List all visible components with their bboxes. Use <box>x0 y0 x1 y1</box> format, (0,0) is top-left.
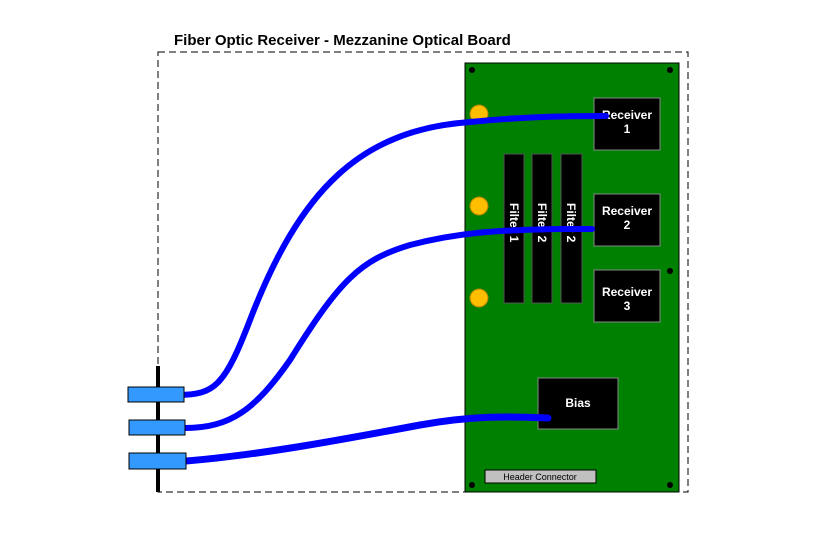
mount-hole-2 <box>469 196 489 216</box>
header-connector-label: Header Connector <box>503 472 577 482</box>
receiver-2-label: Receiver <box>602 204 652 218</box>
receiver-1-label: Receiver <box>602 108 652 122</box>
filter-3-label: Filter 2 <box>564 203 578 243</box>
filter-1-label: Filter 1 <box>507 203 521 243</box>
bias-chip: Bias <box>537 377 619 430</box>
screw-hole-top-left <box>469 67 475 73</box>
screw-hole-bottom-left <box>469 482 475 488</box>
receiver-1: Receiver 1 <box>593 97 661 151</box>
fiber-cable-2 <box>182 226 595 431</box>
fiber-cable-3 <box>182 413 552 465</box>
mount-hole-3 <box>469 288 489 308</box>
header-connector: Header Connector <box>484 469 597 484</box>
screw-hole-bottom-right <box>667 482 673 488</box>
fiber-connector-2 <box>128 419 186 436</box>
fiber-connector-1 <box>127 386 185 403</box>
screw-hole-top-right <box>667 67 673 73</box>
receiver-2-number: 2 <box>624 218 631 232</box>
filter-2-label: Filter 2 <box>535 203 549 243</box>
bias-label: Bias <box>565 396 591 410</box>
receiver-2: Receiver 2 <box>593 193 661 247</box>
screw-hole-middle-right <box>667 268 673 274</box>
fiber-cable-1 <box>175 113 609 398</box>
receiver-1-number: 1 <box>624 122 631 136</box>
receiver-3-number: 3 <box>624 299 631 313</box>
receiver-3-label: Receiver <box>602 285 652 299</box>
fiber-connector-3 <box>128 452 187 470</box>
diagram-title: Fiber Optic Receiver - Mezzanine Optical… <box>174 32 511 49</box>
enclosure-outline <box>157 51 689 493</box>
receiver-3: Receiver 3 <box>593 269 661 323</box>
